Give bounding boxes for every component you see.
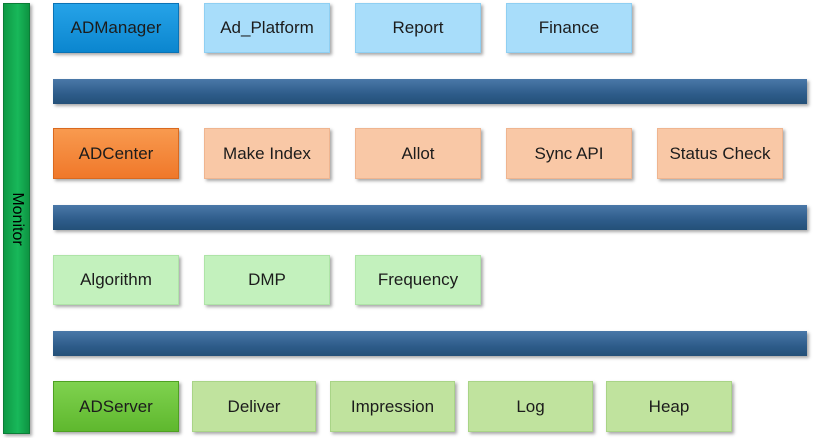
finance-box: Finance — [506, 3, 632, 53]
dmp-box: DMP — [204, 255, 330, 305]
bus-bar-3 — [53, 331, 807, 356]
report-box: Report — [355, 3, 481, 53]
algorithm-box: Algorithm — [53, 255, 179, 305]
heap-box: Heap — [606, 381, 732, 432]
admanager-box: ADManager — [53, 3, 179, 53]
impression-box: Impression — [330, 381, 455, 432]
allot-box: Allot — [355, 128, 481, 179]
make-index-box: Make Index — [204, 128, 330, 179]
adserver-box: ADServer — [53, 381, 179, 432]
sync-api-box: Sync API — [506, 128, 632, 179]
monitor-bar: Monitor — [3, 3, 30, 434]
deliver-box: Deliver — [192, 381, 316, 432]
log-box: Log — [468, 381, 593, 432]
adcenter-box: ADCenter — [53, 128, 179, 179]
ad-platform-box: Ad_Platform — [204, 3, 330, 53]
monitor-label: Monitor — [8, 191, 26, 246]
bus-bar-2 — [53, 205, 807, 230]
bus-bar-1 — [53, 79, 807, 104]
status-check-box: Status Check — [657, 128, 783, 179]
frequency-box: Frequency — [355, 255, 481, 305]
